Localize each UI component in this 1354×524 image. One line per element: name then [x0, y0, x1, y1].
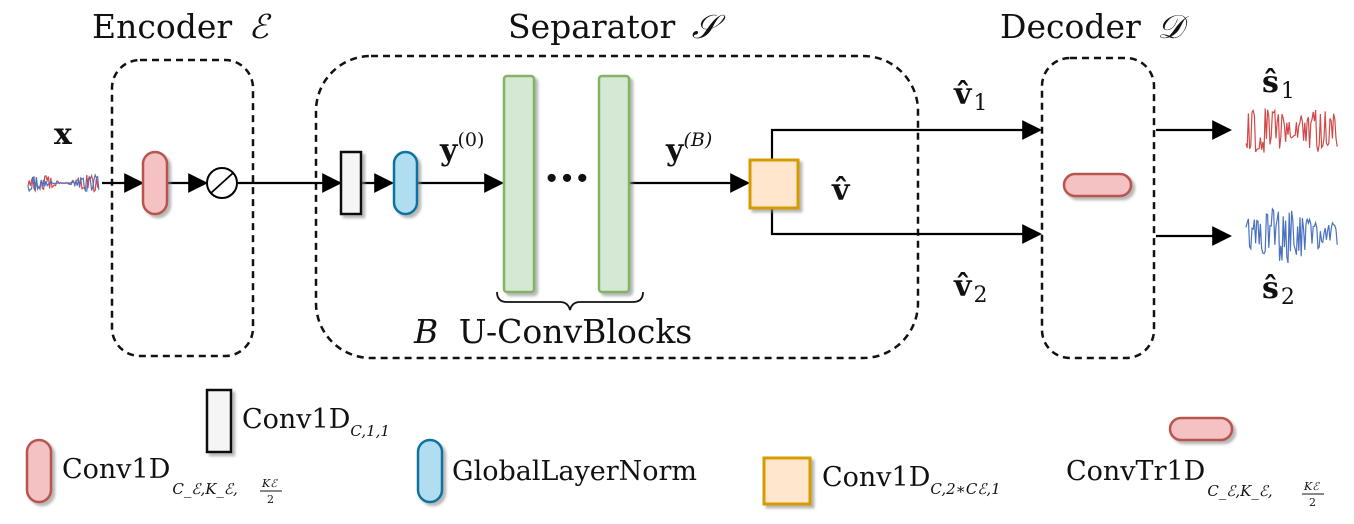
label-v2: v̂2: [953, 269, 987, 308]
decoder-box: [1040, 56, 1156, 360]
mask-conv1d-block: [748, 158, 800, 210]
svg-text:2: 2: [267, 493, 274, 506]
encoder-title: Encoder ℰ: [92, 7, 272, 46]
arrow-mask-to-v2: [770, 208, 1042, 244]
blocks-brace: [496, 291, 644, 311]
label-v-hat: v̂: [831, 173, 851, 208]
relu-icon: [206, 167, 238, 199]
separator-box: [314, 54, 920, 360]
decoder-title: Decoder 𝒟: [1000, 7, 1189, 46]
legend-convtr-fraction: Kℰ 2: [1302, 480, 1324, 509]
legend-conv-bottleneck-label: Conv1DC,1,1: [242, 404, 390, 440]
legend-conv-encoder-swatch: [25, 438, 53, 504]
legend-gln-label: GlobalLayerNorm: [452, 456, 697, 487]
legend-conv-mask-label: Conv1DC,2∗Cℰ,1: [822, 462, 1001, 498]
svg-text:Kℰ: Kℰ: [261, 477, 278, 490]
svg-text:2: 2: [1309, 496, 1316, 509]
label-yB: y(B): [665, 129, 712, 168]
legend-conv-encoder-label: Conv1DC_ℰ,K_ℰ,: [62, 454, 238, 498]
legend-conv-mask-swatch: [762, 456, 812, 506]
legend-convtr-label: ConvTr1DC_ℰ,K_ℰ,: [1066, 456, 1273, 500]
legend-conv-encoder-fraction: Kℰ 2: [260, 477, 282, 506]
encoder-box: [110, 58, 255, 358]
svg-text:Kℰ: Kℰ: [1303, 480, 1320, 493]
label-y0: y(0): [439, 129, 484, 168]
legend-convtr-swatch: [1168, 416, 1234, 442]
output-waveform-s1: [1245, 108, 1338, 153]
legend-gln-swatch: [416, 438, 444, 504]
label-v1: v̂1: [953, 77, 987, 116]
blocks-ellipsis: ···: [544, 153, 590, 204]
decoder-convtr1d-block: [1062, 172, 1133, 198]
u-convblock-last: [597, 74, 631, 294]
globallayernorm-block: [392, 150, 419, 216]
encoder-conv1d-block: [141, 150, 169, 216]
label-s2: ŝ2: [1262, 271, 1295, 310]
separator-title: Separator 𝒮: [508, 7, 726, 46]
u-convblock-first: [502, 74, 536, 294]
arrow-mask-to-v1: [770, 120, 1042, 160]
output-waveform-s2: [1245, 207, 1338, 264]
label-s1: ŝ1: [1262, 65, 1295, 104]
blocks-count-label: B U-ConvBlocks: [413, 312, 692, 351]
input-waveform: [27, 173, 100, 193]
legend-conv-bottleneck-swatch: [205, 388, 233, 454]
bottleneck-conv1d-block: [339, 150, 363, 216]
input-label-x: x: [54, 117, 73, 152]
